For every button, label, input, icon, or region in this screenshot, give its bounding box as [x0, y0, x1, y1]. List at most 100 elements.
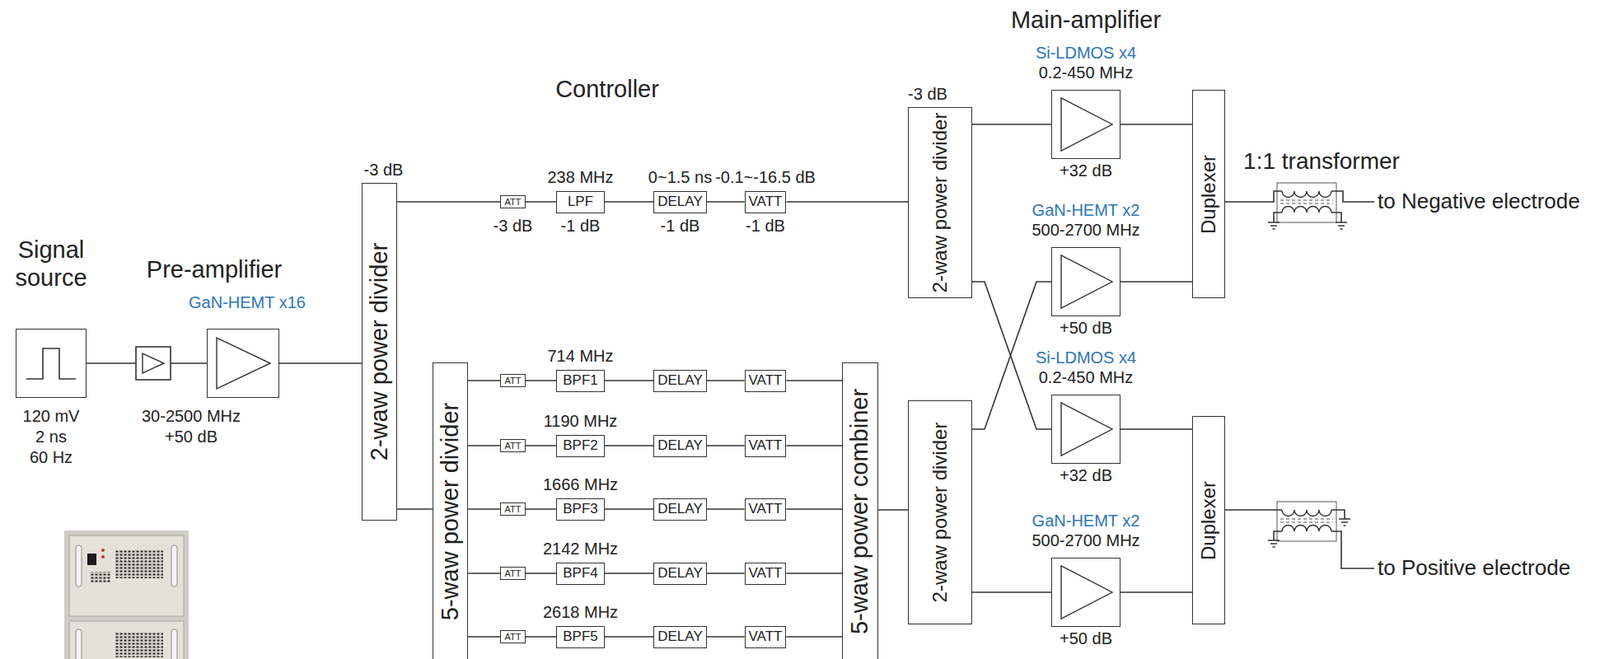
- signal-wire: [467, 379, 501, 382]
- signal-wire: [1120, 280, 1193, 283]
- box-label: ATT: [505, 504, 522, 515]
- spec-label: GaN-HEMT x16: [188, 293, 306, 313]
- amplifier-triangle: [1061, 98, 1113, 151]
- spec-label: 1190 MHz: [543, 411, 618, 431]
- signal-wire: [1120, 428, 1193, 431]
- box-label: BPF4: [562, 565, 599, 582]
- box-label: BPF2: [562, 437, 599, 454]
- indicator-led: [101, 548, 105, 553]
- signal-wire: [706, 636, 745, 638]
- photo-background: [64, 530, 189, 659]
- signal-wire: [397, 201, 501, 203]
- rack-panel: [69, 621, 184, 659]
- block-box: Duplexer: [1192, 416, 1226, 625]
- rack-handle: [171, 629, 178, 659]
- signal-wire: [279, 362, 362, 365]
- block-box: 238 MHzLPF-1 dB: [556, 191, 605, 214]
- signal-wire: [706, 379, 745, 382]
- box-label: VATT: [748, 193, 783, 211]
- box-label: VATT: [748, 628, 783, 646]
- spec-label: 714 MHz: [547, 346, 613, 366]
- box-label: ATT: [505, 440, 522, 452]
- transformer-wire: [1225, 509, 1375, 569]
- signal-wire: [972, 123, 1052, 126]
- signal-wire: [467, 636, 501, 638]
- spec-label: 120 mV: [23, 407, 80, 426]
- spec-label: -3 dB: [493, 216, 534, 236]
- signal-wire: [785, 508, 843, 510]
- spec-label: GaN-HEMT x2: [1032, 511, 1141, 531]
- block-box: Si-LDMOS x40.2-450 MHz+32 dB: [1051, 394, 1121, 464]
- spec-label: 0~1.5 ns: [648, 168, 712, 188]
- block-box: ATT: [500, 374, 526, 389]
- block-box: DELAY: [653, 435, 707, 458]
- spec-label: +50 dB: [1059, 318, 1113, 338]
- transformer-coil: [1281, 509, 1332, 517]
- spec-label: -3 dB: [907, 84, 948, 104]
- signal-wire: [785, 379, 843, 382]
- box-label: VATT: [748, 565, 783, 582]
- spec-label: 2 ns: [35, 427, 67, 447]
- signal-wire: [467, 508, 501, 510]
- ground-symbol: [1267, 222, 1348, 230]
- block-box: 1666 MHzBPF3: [556, 498, 605, 521]
- box-label: 5-waw power combiner: [846, 388, 874, 635]
- spec-label: +50 dB: [164, 427, 218, 447]
- signal-wire: [604, 379, 654, 382]
- box-label: BPF3: [562, 500, 599, 518]
- box-label: Duplexer: [1197, 154, 1221, 234]
- block-box: 2618 MHzBPF5: [556, 626, 605, 649]
- signal-wire: [525, 636, 557, 638]
- spec-label: GaN-HEMT x2: [1032, 201, 1141, 220]
- signal-wire: [785, 201, 908, 203]
- section-heading: Main-amplifier: [1010, 6, 1161, 34]
- spec-label: 500-2700 MHz: [1031, 531, 1140, 551]
- block-box: VATT: [744, 369, 787, 393]
- box-label: 2-waw power divider: [928, 422, 952, 604]
- spec-label: 0.2-450 MHz: [1038, 368, 1134, 388]
- transformer-frame: [1277, 182, 1337, 223]
- spec-label: Si-LDMOS x4: [1035, 43, 1137, 63]
- signal-wire: [878, 509, 908, 511]
- block-box: Signal source120 mV2 ns60 Hz: [15, 328, 87, 398]
- block-box: 2-waw power divider: [907, 400, 973, 625]
- block-box: Duplexer: [1192, 89, 1226, 299]
- signal-wire: [525, 379, 557, 382]
- amplifier-triangle: [1061, 566, 1113, 619]
- vent-grille: [90, 571, 111, 584]
- block-box: DELAY: [653, 498, 707, 521]
- box-label: DELAY: [657, 565, 703, 582]
- block-box: GaN-HEMT x2500-2700 MHz+50 dB: [1051, 247, 1121, 317]
- indicator-led: [101, 555, 105, 559]
- signal-wire: [525, 508, 557, 510]
- box-label: DELAY: [657, 372, 703, 389]
- box-label: DELAY: [657, 628, 703, 646]
- transformer-core: [1280, 519, 1334, 523]
- spec-label: Si-LDMOS x4: [1035, 348, 1137, 368]
- amplifier-triangle: [1061, 255, 1113, 309]
- transformer-frame: [1277, 501, 1337, 542]
- block-box: ATT-3 dB: [500, 195, 526, 210]
- block-box: ATT: [500, 566, 526, 581]
- signal-wire: [785, 636, 843, 638]
- block-box: DELAY: [653, 626, 707, 649]
- spec-label: 60 Hz: [29, 448, 73, 468]
- signal-wire: [525, 444, 557, 447]
- spec-label: +50 dB: [1059, 629, 1113, 649]
- box-label: BPF5: [562, 628, 599, 646]
- rack-handle: [75, 545, 82, 587]
- box-label: VATT: [748, 500, 783, 518]
- spec-label: -3 dB: [364, 160, 404, 180]
- spec-label: 238 MHz: [547, 168, 613, 188]
- box-label: 2-waw power divider: [365, 243, 393, 461]
- signal-wire: [604, 508, 654, 510]
- vent-grille: [115, 632, 164, 658]
- spec-label: +32 dB: [1059, 161, 1113, 181]
- part-name: 1:1 transformer: [1243, 148, 1400, 175]
- box-label: ATT: [505, 568, 522, 580]
- box-label: LPF: [567, 193, 594, 211]
